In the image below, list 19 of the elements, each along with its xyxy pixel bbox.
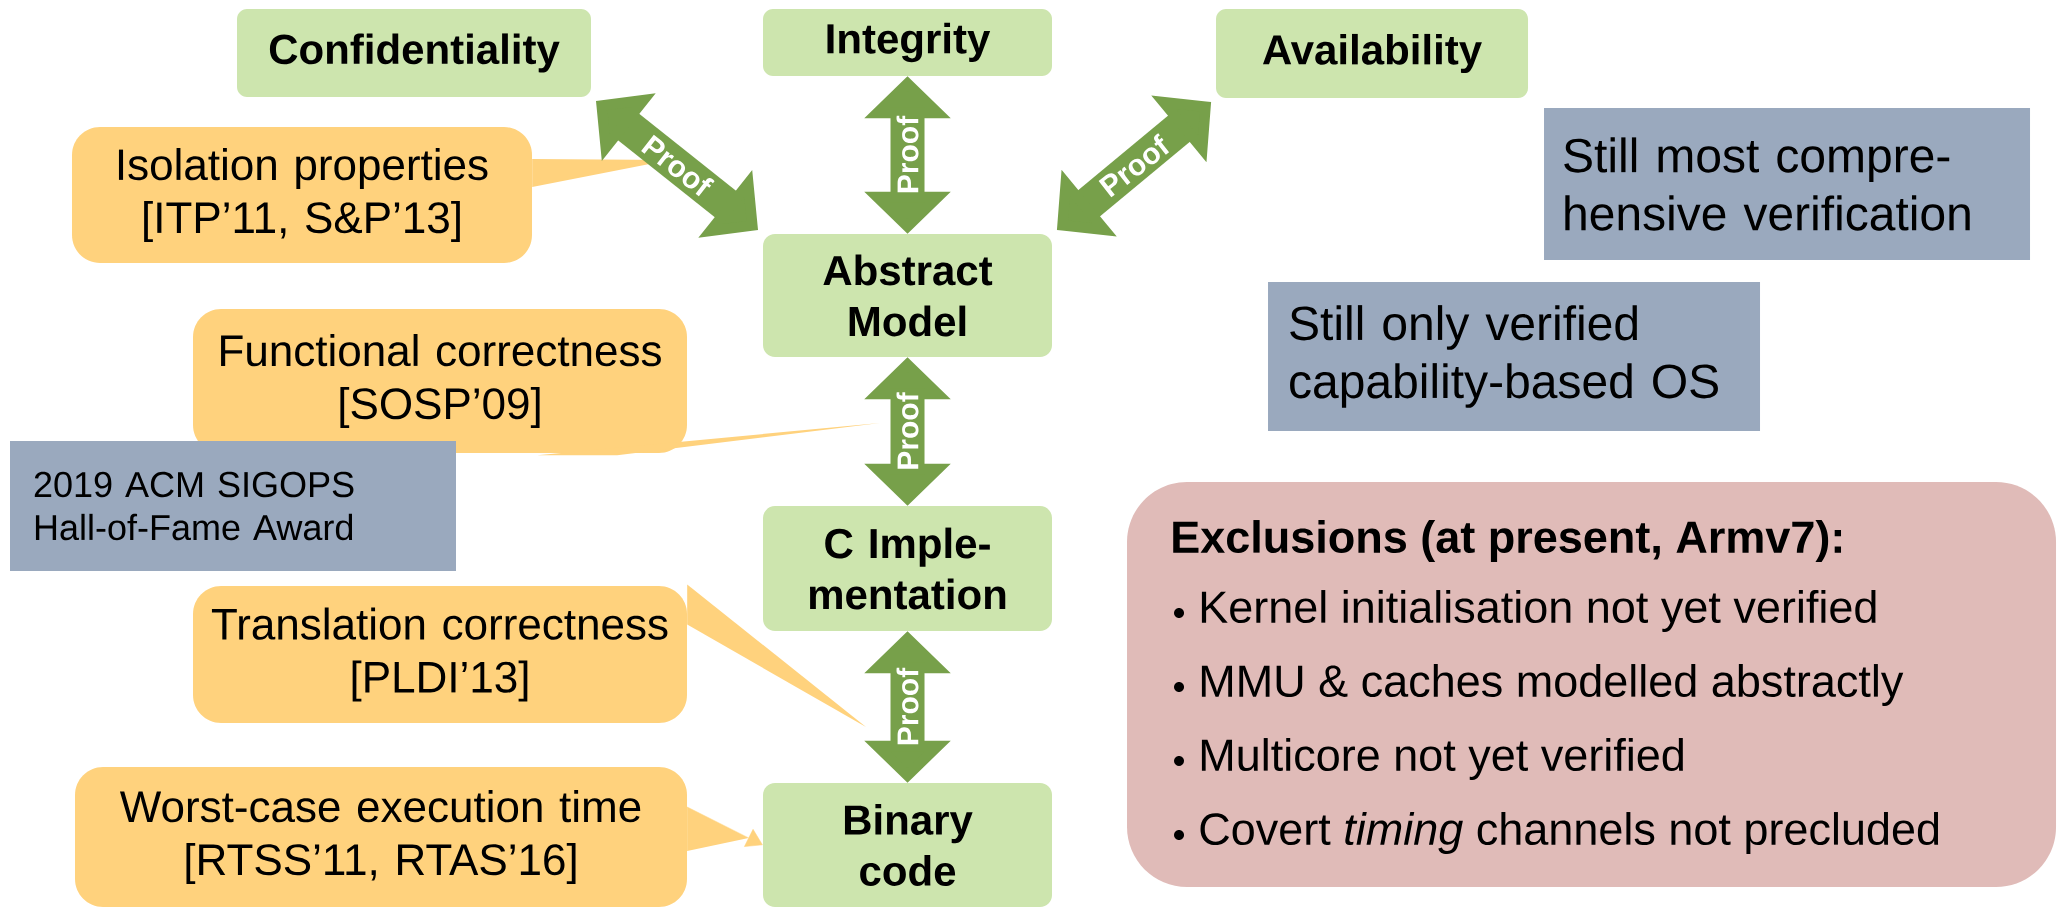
process-box: Binary code [763,783,1052,907]
process-box: Confidentiality [237,9,591,97]
callout-box: Worst-case execution time [RTSS’11, RTAS’16] [75,767,687,907]
note-box: 2019 ACM SIGOPS Hall-of-Fame Award [10,441,456,571]
note-box: Still most compre- hensive verification [1544,108,2031,260]
note-box: Still only verified capability-based OS [1268,282,1760,431]
list-item: Covert timing channels not precluded [1200,812,1939,854]
edge-label: Proof [896,667,919,745]
callout-pointer [686,806,763,852]
list-item: Multicore not yet verified [1201,738,1683,780]
process-box: Abstract Model [763,234,1052,357]
process-box: Integrity [763,9,1052,76]
process-box: Availability [1216,9,1528,98]
edge-label: Proof [896,115,919,193]
heading: Exclusions (at present, Armv7): [1173,520,1841,562]
list-item: MMU & caches modelled abstractly [1201,664,1904,706]
edge-label: Proof [896,392,919,469]
process-box: C Imple- mentation [763,506,1052,631]
list-item: Kernel initialisation not yet verified [1201,590,1876,632]
